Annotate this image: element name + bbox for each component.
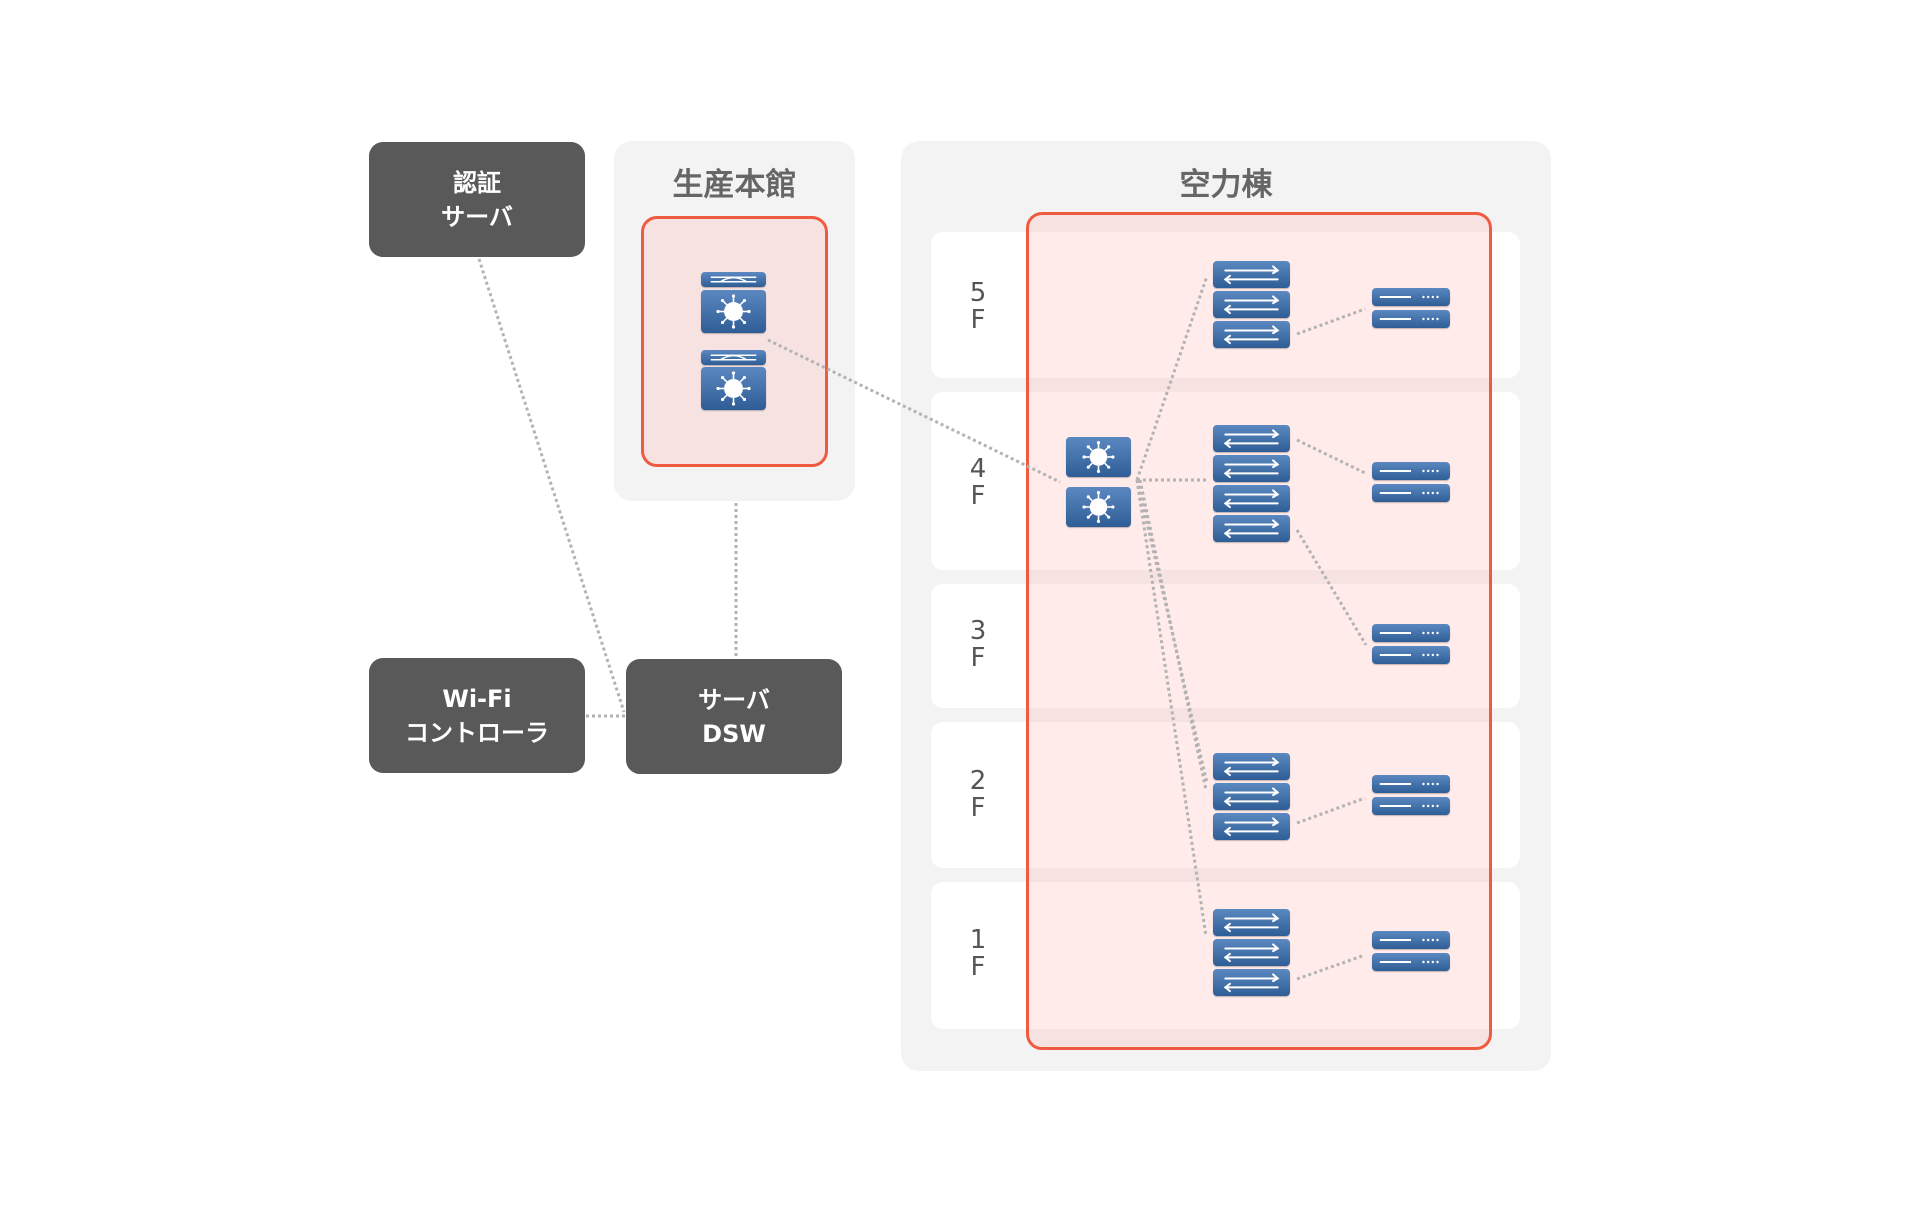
aero-core-switch-2[interactable] xyxy=(1066,487,1131,527)
wifi-controller-node[interactable]: Wi-Fi コントローラ xyxy=(369,658,585,773)
floor-1f-unit: F xyxy=(970,952,986,982)
floor-2f-num: 2 xyxy=(969,766,987,796)
core-switch-icon xyxy=(716,371,751,406)
auth-server-label-2: サーバ xyxy=(441,202,513,231)
server-dsw-node[interactable]: サーバ DSW xyxy=(626,659,842,774)
core-switch-icon xyxy=(1082,491,1115,523)
main-core-stack-bar-1[interactable] xyxy=(701,272,766,287)
floor-5f-unit: F xyxy=(970,305,986,335)
4f-access-switch-3[interactable] xyxy=(1213,485,1290,512)
main-building-group: 生産本館 xyxy=(614,141,855,501)
2f-access-point-b[interactable] xyxy=(1372,797,1450,815)
access-point-icon xyxy=(1379,491,1439,495)
access-point-icon xyxy=(1379,938,1439,942)
floor-2f-label: 2 F xyxy=(963,768,993,822)
floor-5f-label: 5 F xyxy=(963,280,993,334)
switch-arrows-icon xyxy=(1223,817,1280,837)
aero-core-switch-1[interactable] xyxy=(1066,437,1131,477)
access-point-icon xyxy=(1379,295,1439,299)
switch-arrows-icon xyxy=(1223,913,1280,933)
1f-access-switch-2[interactable] xyxy=(1213,939,1290,966)
switch-arrows-icon xyxy=(1223,787,1280,807)
wifi-controller-label-2: コントローラ xyxy=(405,718,549,747)
switch-arrows-icon xyxy=(1223,295,1280,315)
2f-access-point-a[interactable] xyxy=(1372,775,1450,793)
floor-4f-num: 4 xyxy=(969,454,987,484)
access-point-icon xyxy=(1379,317,1439,321)
access-point-icon xyxy=(1379,960,1439,964)
switch-arrows-icon xyxy=(1223,429,1280,449)
core-switch-icon xyxy=(1082,441,1115,473)
server-dsw-label-2: DSW xyxy=(702,719,766,748)
floor-3f-num: 3 xyxy=(969,616,987,646)
5f-access-switch-3[interactable] xyxy=(1213,321,1290,348)
switch-arrows-icon xyxy=(1223,973,1280,993)
access-point-icon xyxy=(1379,804,1439,808)
5f-access-switch-1[interactable] xyxy=(1213,261,1290,288)
switch-arrows-icon xyxy=(1223,757,1280,777)
2f-access-switch-2[interactable] xyxy=(1213,783,1290,810)
aero-building-title: 空力棟 xyxy=(1179,167,1273,203)
1f-access-point-b[interactable] xyxy=(1372,953,1450,971)
main-core-switch-2[interactable] xyxy=(701,367,766,410)
switch-arrows-icon xyxy=(1223,943,1280,963)
5f-access-point-b[interactable] xyxy=(1372,310,1450,328)
3f-access-point-a[interactable] xyxy=(1372,624,1450,642)
5f-access-point-a[interactable] xyxy=(1372,288,1450,306)
switch-arrows-icon xyxy=(1223,265,1280,285)
floor-4f-unit: F xyxy=(970,481,986,511)
main-core-stack-bar-2[interactable] xyxy=(701,350,766,365)
access-point-icon xyxy=(1379,469,1439,473)
floor-1f-num: 1 xyxy=(969,925,987,955)
wifi-controller-label-1: Wi-Fi xyxy=(442,684,512,713)
auth-server-label-1: 認証 xyxy=(453,168,501,197)
auth-server-node[interactable]: 認証 サーバ xyxy=(369,142,585,257)
switch-arrows-icon xyxy=(1223,325,1280,345)
main-building-title: 生産本館 xyxy=(672,167,797,203)
main-building-core-highlight xyxy=(641,216,828,467)
access-point-icon xyxy=(1379,653,1439,657)
switch-arrows-icon xyxy=(1223,489,1280,509)
2f-access-switch-1[interactable] xyxy=(1213,753,1290,780)
stack-link-icon xyxy=(710,354,757,361)
4f-access-switch-1[interactable] xyxy=(1213,425,1290,452)
floor-3f-label: 3 F xyxy=(963,618,993,672)
5f-access-switch-2[interactable] xyxy=(1213,291,1290,318)
4f-access-point-a[interactable] xyxy=(1372,462,1450,480)
server-dsw-label-1: サーバ xyxy=(698,685,770,714)
floor-1f-label: 1 F xyxy=(963,927,993,981)
core-switch-icon xyxy=(716,294,751,329)
4f-access-switch-4[interactable] xyxy=(1213,515,1290,542)
floor-2f-unit: F xyxy=(970,793,986,823)
switch-arrows-icon xyxy=(1223,459,1280,479)
3f-access-point-b[interactable] xyxy=(1372,646,1450,664)
1f-access-point-a[interactable] xyxy=(1372,931,1450,949)
floor-3f-unit: F xyxy=(970,643,986,673)
4f-access-switch-2[interactable] xyxy=(1213,455,1290,482)
1f-access-switch-1[interactable] xyxy=(1213,909,1290,936)
main-core-switch-1[interactable] xyxy=(701,290,766,333)
stack-link-icon xyxy=(710,276,757,283)
floor-5f-num: 5 xyxy=(969,278,987,308)
1f-access-switch-3[interactable] xyxy=(1213,969,1290,996)
access-point-icon xyxy=(1379,782,1439,786)
wire-auth-to-dsw xyxy=(477,258,626,713)
4f-access-point-b[interactable] xyxy=(1372,484,1450,502)
access-point-icon xyxy=(1379,631,1439,635)
floor-4f-label: 4 F xyxy=(963,456,993,510)
switch-arrows-icon xyxy=(1223,519,1280,539)
2f-access-switch-3[interactable] xyxy=(1213,813,1290,840)
